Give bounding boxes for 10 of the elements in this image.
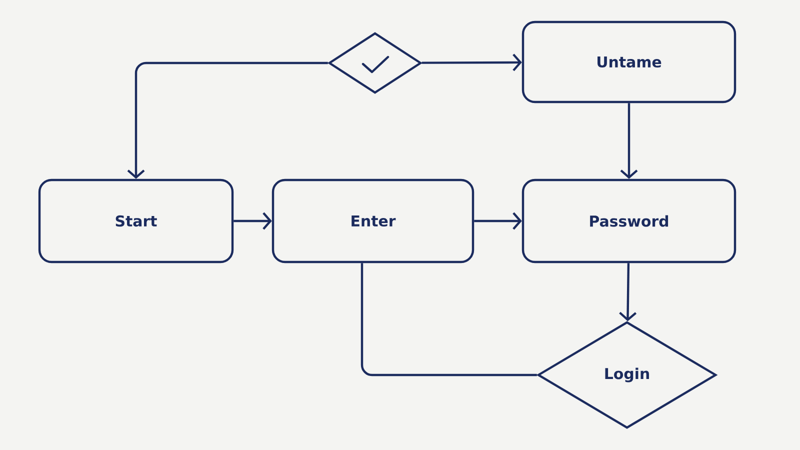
- process-box: Password: [522, 178, 736, 264]
- process-box: Start: [38, 178, 234, 264]
- arrow: [234, 212, 272, 230]
- arrow: [474, 212, 522, 230]
- arrow: [619, 263, 637, 322]
- arrow: [127, 62, 328, 179]
- process-box: Untame: [522, 20, 736, 104]
- arrow: [620, 103, 638, 179]
- process-box: Enter: [272, 178, 474, 264]
- arrow: [422, 54, 522, 72]
